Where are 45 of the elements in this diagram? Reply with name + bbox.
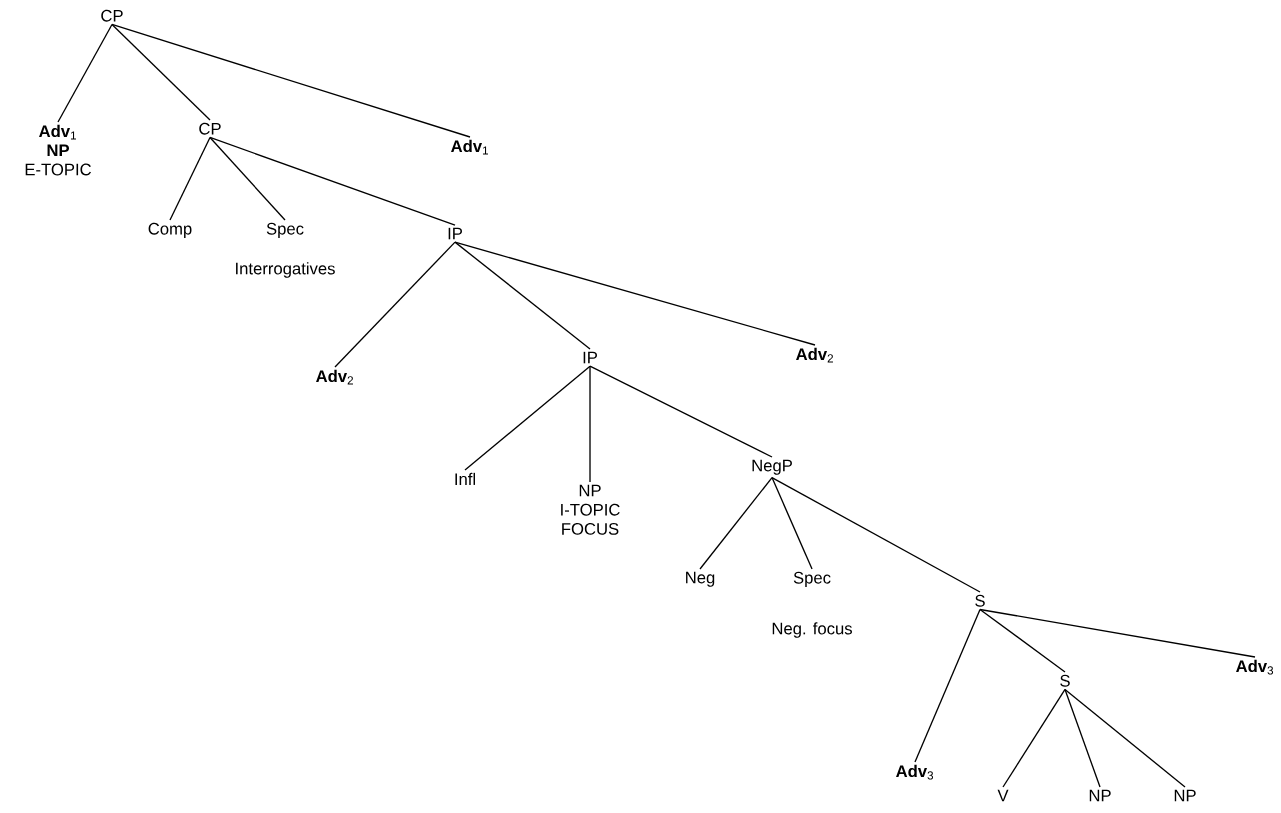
tree-branch <box>209 136 286 221</box>
tree-branch <box>771 476 981 593</box>
tree-branch <box>1064 688 1186 788</box>
tree-branch <box>57 23 113 123</box>
tree-branch <box>589 365 773 458</box>
tree-branch <box>454 241 816 346</box>
tree-branch <box>979 608 1256 658</box>
tree-label: Adv$_{3}$ <box>896 764 934 780</box>
tree-label: Neg <box>686 571 715 587</box>
tree-label: Comp <box>148 222 192 238</box>
tree-label: Spec <box>793 571 831 587</box>
tree-label: NP <box>1174 789 1196 802</box>
tree-label: CP <box>199 122 221 135</box>
tree-branch <box>589 365 591 483</box>
tree-label: NegP <box>752 459 792 475</box>
tree-branch <box>169 136 211 221</box>
tree-branch <box>111 23 471 138</box>
tree-branch <box>771 476 813 570</box>
tree-label: V <box>997 789 1009 802</box>
tree-branch <box>464 365 591 471</box>
tree-label: CP <box>101 9 123 22</box>
tree-label: Infl <box>455 472 475 485</box>
tree-label: IP <box>448 227 462 240</box>
tree-branch <box>699 476 773 570</box>
tree-branch <box>454 241 591 350</box>
tree-branch <box>914 608 981 763</box>
tree-branch <box>1064 688 1101 788</box>
tree-branch <box>1002 688 1066 788</box>
tree-label: IP <box>583 351 597 364</box>
note-label: Neg. focus <box>772 622 852 638</box>
tree-label: NP I-TOPIC FOCUS <box>561 484 620 535</box>
tree-branch <box>334 241 456 368</box>
tree-label: Spec <box>266 222 304 238</box>
tree-branch <box>111 23 211 121</box>
tree-branch <box>979 608 1066 673</box>
tree-label: NP <box>1089 789 1111 802</box>
note-label: Interrogatives <box>236 262 335 278</box>
tree-label: S <box>975 594 985 607</box>
tree-label: S <box>1060 674 1070 687</box>
tree-label: Adv$_{3}$ <box>1236 659 1274 675</box>
tree-label: Adv$_{1}$ <box>451 139 488 155</box>
tree-label: Adv$_{2}$ <box>316 369 353 385</box>
tree-label: Adv$_{2}$ <box>796 347 833 363</box>
tree-label: Adv$_{1}$ NP E-TOPIC <box>25 124 91 176</box>
tree-branch <box>209 136 456 226</box>
